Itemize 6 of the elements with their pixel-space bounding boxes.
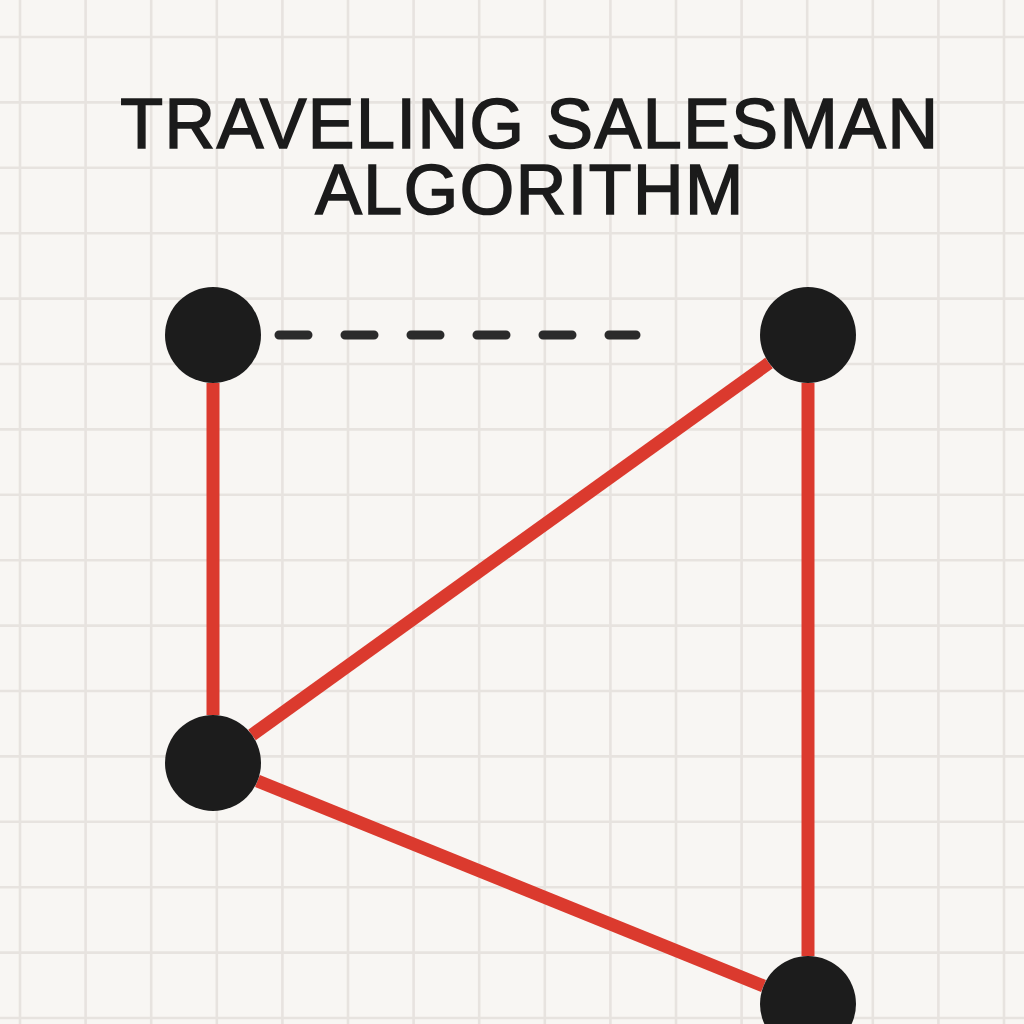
route-line [801,383,815,956]
route-line [206,383,220,715]
route-line [255,775,766,992]
route-line [248,357,773,741]
node-circle [760,956,856,1024]
title: TRAVELING SALESMAN ALGORITHM [119,91,941,223]
